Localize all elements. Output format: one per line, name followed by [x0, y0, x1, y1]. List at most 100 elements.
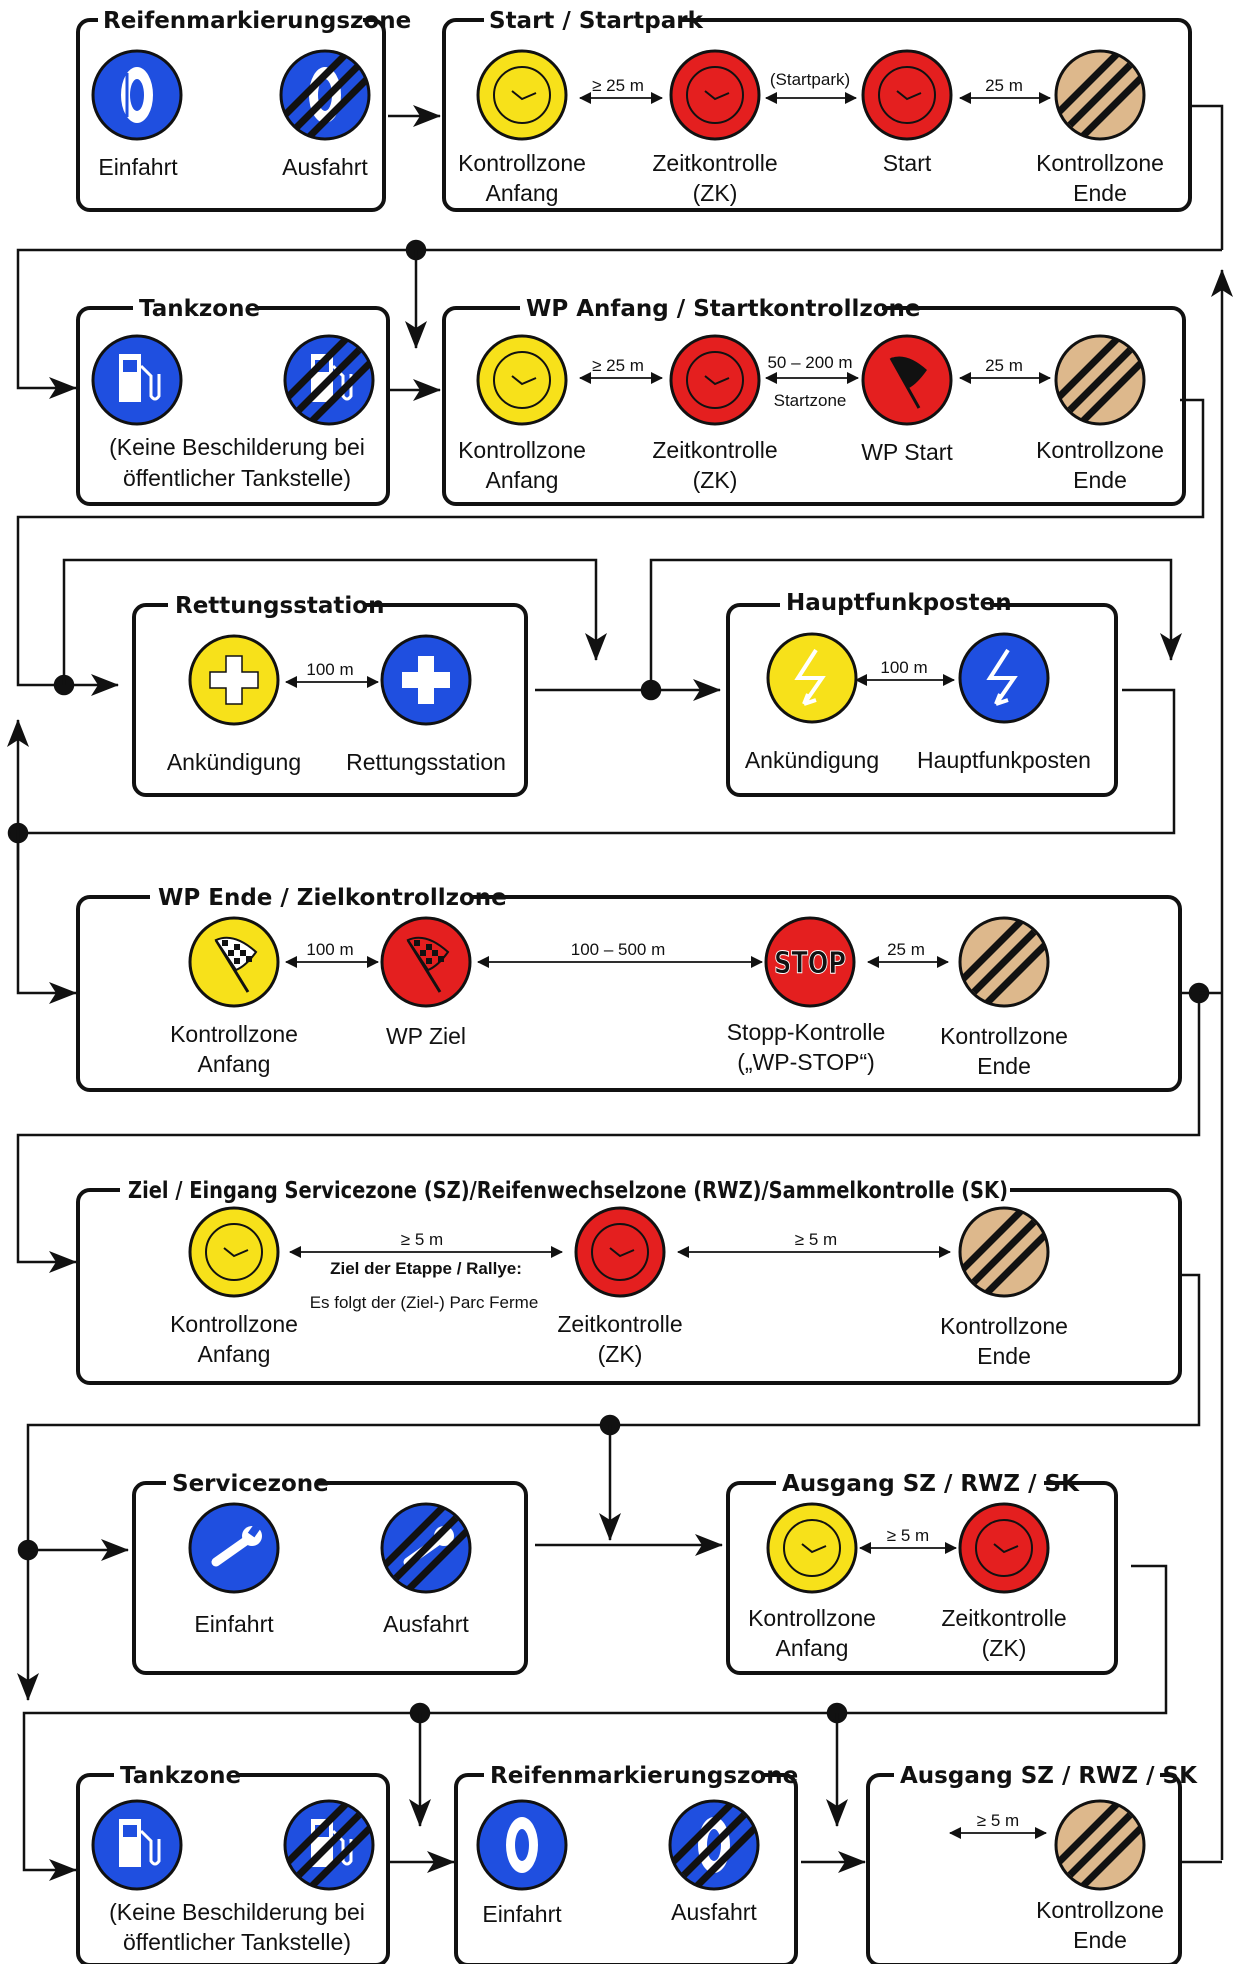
- title-tank1: Tankzone: [139, 296, 260, 322]
- dist-label: ≥ 5 m: [977, 1811, 1019, 1830]
- svg-text:Kontrollzone: Kontrollzone: [940, 1313, 1068, 1339]
- ziel-note: Es folgt der (Ziel-) Parc Ferme: [310, 1293, 539, 1312]
- title-ziel: Ziel / Eingang Servicezone (SZ)/Reifenwe…: [128, 1178, 1008, 1204]
- label: Anfang: [486, 180, 559, 206]
- label: (ZK): [693, 180, 738, 206]
- svg-text:(ZK): (ZK): [598, 1341, 643, 1367]
- fuel-pump-end-icon: [285, 1801, 373, 1889]
- fuel-pump-end-icon: [285, 336, 373, 424]
- title-tank2: Tankzone: [120, 1763, 241, 1789]
- svg-text:Kontrollzone: Kontrollzone: [1036, 1897, 1164, 1923]
- svg-text:Einfahrt: Einfahrt: [194, 1611, 274, 1637]
- wrench-end-icon: [382, 1504, 470, 1592]
- box-wpende: [76, 895, 1182, 1092]
- checkered-flag-yellow-icon: [188, 916, 280, 1008]
- svg-text:Ende: Ende: [1073, 1927, 1127, 1953]
- zone-end-icon: [1056, 1801, 1144, 1889]
- title-reifen1: Reifenmarkierungszone: [103, 8, 411, 34]
- dist-label: ≥ 5 m: [401, 1230, 443, 1249]
- label: Ende: [1073, 180, 1127, 206]
- svg-text:Ende: Ende: [1073, 467, 1127, 493]
- fuel-pump-icon: [91, 1799, 183, 1891]
- dist-label: 100 m: [880, 658, 927, 677]
- svg-text:Kontrollzone: Kontrollzone: [170, 1311, 298, 1337]
- title-wpende: WP Ende / Zielkontrollzone: [158, 885, 507, 911]
- wrench-icon: [188, 1502, 280, 1594]
- dist-label: 100 – 500 m: [571, 940, 666, 959]
- box-start: [442, 18, 1192, 212]
- svg-text:Kontrollzone: Kontrollzone: [940, 1023, 1068, 1049]
- label: Zeitkontrolle: [652, 150, 777, 176]
- svg-text:Einfahrt: Einfahrt: [482, 1901, 562, 1927]
- title-wpanfang: WP Anfang / Startkontrollzone: [526, 296, 921, 322]
- svg-text:Zeitkontrolle: Zeitkontrolle: [652, 437, 777, 463]
- svg-text:WP Start: WP Start: [861, 439, 953, 465]
- clock-red-icon: [574, 1206, 666, 1298]
- zone-end-icon: [1056, 51, 1144, 139]
- svg-text:Kontrollzone: Kontrollzone: [748, 1605, 876, 1631]
- radio-post-icon: [958, 632, 1050, 724]
- label: Kontrollzone: [458, 150, 586, 176]
- distance-arrows: [285, 92, 1051, 1839]
- title-service: Servicezone: [172, 1471, 329, 1497]
- svg-text:Ankündigung: Ankündigung: [167, 749, 301, 775]
- rescue-announcement-icon: [188, 634, 280, 726]
- svg-text:Rettungsstation: Rettungsstation: [346, 749, 506, 775]
- checkered-flag-red-icon: [380, 916, 472, 1008]
- dist-label: 50 – 200 m: [767, 353, 852, 372]
- label: Kontrollzone: [1036, 150, 1164, 176]
- dist-label: (Startpark): [770, 70, 850, 89]
- dist-label: 25 m: [985, 76, 1023, 95]
- title-reifen2: Reifenmarkierungszone: [490, 1763, 798, 1789]
- clock-red-icon: [958, 1502, 1050, 1594]
- clock-yellow-icon: [766, 1502, 858, 1594]
- dist-label: ≥ 25 m: [592, 356, 644, 375]
- dist-label: Startzone: [774, 391, 847, 410]
- clock-red-icon: [669, 334, 761, 426]
- clock-red-icon: [669, 49, 761, 141]
- title-funk: Hauptfunkposten: [786, 590, 1012, 616]
- ziel-note-bold: Ziel der Etappe / Rallye:: [330, 1259, 522, 1278]
- svg-text:öffentlicher Tankstelle): öffentlicher Tankstelle): [123, 1929, 351, 1955]
- stop-icon: STOP: [764, 916, 856, 1008]
- svg-text:Anfang: Anfang: [776, 1635, 849, 1661]
- box-service: [132, 1481, 528, 1675]
- svg-text:Ausfahrt: Ausfahrt: [671, 1899, 757, 1925]
- svg-text:WP Ziel: WP Ziel: [386, 1023, 466, 1049]
- svg-text:Kontrollzone: Kontrollzone: [1036, 437, 1164, 463]
- svg-text:Anfang: Anfang: [198, 1051, 271, 1077]
- svg-text:Ausfahrt: Ausfahrt: [383, 1611, 469, 1637]
- svg-text:Hauptfunkposten: Hauptfunkposten: [917, 747, 1091, 773]
- label: Einfahrt: [98, 154, 178, 180]
- svg-text:Anfang: Anfang: [486, 467, 559, 493]
- distance-labels: ≥ 25 m (Startpark) 25 m ≥ 25 m 50 – 200 …: [306, 70, 1023, 1830]
- svg-text:Stopp-Kontrolle: Stopp-Kontrolle: [727, 1019, 886, 1045]
- dist-label: ≥ 5 m: [887, 1526, 929, 1545]
- dist-label: 25 m: [985, 356, 1023, 375]
- zone-end-icon: [960, 1208, 1048, 1296]
- tire-end-icon: [279, 49, 369, 139]
- svg-text:STOP: STOP: [774, 946, 846, 981]
- svg-text:(„WP-STOP“): („WP-STOP“): [737, 1049, 875, 1075]
- svg-text:Zeitkontrolle: Zeitkontrolle: [941, 1605, 1066, 1631]
- title-rettung: Rettungsstation: [175, 593, 384, 619]
- label: Start: [883, 150, 932, 176]
- svg-text:(Keine Beschilderung bei: (Keine Beschilderung bei: [109, 1899, 365, 1925]
- svg-text:Kontrollzone: Kontrollzone: [458, 437, 586, 463]
- start-flag-icon: [861, 334, 953, 426]
- title-ausgang1: Ausgang SZ / RWZ / SK: [782, 1471, 1080, 1497]
- zone-end-icon: [960, 918, 1048, 1006]
- flow-connectors: [6, 104, 1233, 1881]
- clock-yellow-icon: [476, 334, 568, 426]
- tire-icon: [476, 1799, 568, 1891]
- title-start: Start / Startpark: [489, 8, 704, 34]
- note: (Keine Beschilderung bei: [109, 434, 365, 460]
- dist-label: ≥ 25 m: [592, 76, 644, 95]
- title-ausgang2: Ausgang SZ / RWZ / SK: [900, 1763, 1198, 1789]
- dist-label: 100 m: [306, 940, 353, 959]
- svg-text:Ende: Ende: [977, 1343, 1031, 1369]
- svg-text:Kontrollzone: Kontrollzone: [170, 1021, 298, 1047]
- svg-text:Ende: Ende: [977, 1053, 1031, 1079]
- svg-text:Zeitkontrolle: Zeitkontrolle: [557, 1311, 682, 1337]
